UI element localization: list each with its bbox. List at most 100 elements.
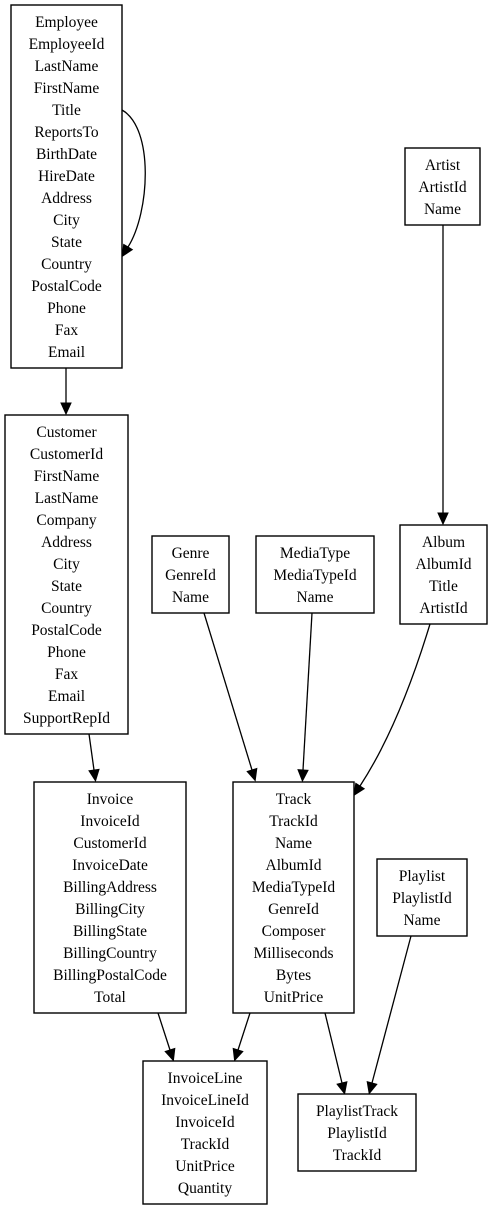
entity-box (404, 147, 481, 226)
entity-field: InvoiceDate (72, 857, 148, 874)
entity-field: HireDate (38, 168, 95, 185)
edge-track-to-invoiceline (232, 1012, 251, 1062)
entity-customer: CustomerCustomerIdFirstNameLastNameCompa… (4, 414, 129, 735)
edge-playlist-to-playlisttrack (366, 935, 412, 1095)
entity-field: Milliseconds (253, 945, 333, 962)
entity-field: FirstName (34, 468, 100, 485)
entity-box (297, 1093, 417, 1172)
entity-field: InvoiceId (175, 1114, 235, 1131)
entity-field: MediaTypeId (252, 879, 336, 896)
entity-box (33, 781, 187, 1014)
entity-box (232, 781, 355, 1014)
entity-field: Address (41, 534, 92, 551)
entity-field: Phone (47, 300, 86, 317)
entity-field: City (53, 212, 80, 229)
entity-field: Name (424, 201, 461, 218)
entity-field: EmployeeId (29, 36, 105, 53)
entity-title: InvoiceLine (168, 1070, 243, 1087)
entity-employee: EmployeeEmployeeIdLastNameFirstNameTitle… (10, 4, 123, 369)
entity-field: AlbumId (416, 556, 472, 573)
entity-field: Phone (47, 644, 86, 661)
entity-field: ArtistId (419, 600, 467, 617)
entity-title: Customer (36, 424, 97, 441)
edge-customer-to-invoice (88, 733, 100, 783)
entity-field: AlbumId (266, 857, 322, 874)
edge-line (237, 1012, 251, 1051)
entity-field: Fax (55, 322, 79, 339)
arrowhead (353, 782, 366, 797)
edge-invoice-to-invoiceline (157, 1012, 176, 1062)
entity-field: Fax (55, 666, 79, 683)
entity-title: Track (276, 791, 312, 808)
entity-field: Email (48, 688, 85, 705)
edge-track-to-playlisttrack (324, 1012, 348, 1095)
entity-field: MediaTypeId (273, 567, 357, 584)
entity-box (255, 535, 375, 614)
entity-field: InvoiceId (80, 813, 140, 830)
entity-field: PlaylistId (392, 890, 452, 907)
entity-field: Title (52, 102, 81, 119)
edge-employee-to-customer (60, 368, 72, 416)
arrowhead (88, 768, 100, 783)
edge-employee-to-employee (121, 109, 146, 258)
edge-line (157, 1012, 171, 1051)
entity-track: TrackTrackIdNameAlbumIdMediaTypeIdGenreI… (232, 781, 355, 1014)
entity-field: TrackId (181, 1136, 230, 1153)
entity-field: BillingCity (75, 901, 145, 918)
entity-field: BillingCountry (63, 945, 157, 962)
entity-field: UnitPrice (175, 1158, 235, 1175)
edge-line (371, 935, 412, 1084)
entity-field: ArtistId (418, 179, 466, 196)
entity-field: PlaylistId (327, 1125, 387, 1142)
entity-field: State (51, 578, 82, 595)
entity-field: GenreId (268, 901, 319, 918)
arrowhead (437, 512, 449, 526)
entity-field: UnitPrice (264, 989, 324, 1006)
edge-line (359, 623, 431, 787)
entity-box (4, 414, 129, 735)
entity-field: BillingAddress (63, 879, 157, 896)
entity-field: SupportRepId (23, 710, 110, 727)
entity-box (376, 858, 468, 937)
entity-field: Name (275, 835, 312, 852)
entity-title: Playlist (399, 868, 446, 885)
entity-invoiceline: InvoiceLineInvoiceLineIdInvoiceIdTrackId… (142, 1060, 268, 1205)
entity-field: Email (48, 344, 85, 361)
entity-field: State (51, 234, 82, 251)
entity-field: FirstName (34, 80, 100, 97)
edge-line (302, 612, 313, 771)
entity-field: Country (41, 256, 92, 273)
entity-field: CustomerId (30, 446, 103, 463)
edge-album-to-track (353, 623, 431, 797)
entity-field: Composer (262, 923, 327, 940)
entity-field: TrackId (269, 813, 318, 830)
entity-field: PostalCode (31, 278, 102, 295)
entity-field: BillingPostalCode (53, 967, 167, 984)
entity-field: ReportsTo (34, 124, 99, 141)
entity-field: GenreId (165, 567, 216, 584)
entity-field: Name (172, 589, 209, 606)
entity-title: Invoice (87, 791, 134, 808)
arrowhead (232, 1047, 244, 1062)
arrowhead (60, 402, 72, 416)
arrowhead (366, 1081, 378, 1095)
entity-box (399, 524, 488, 625)
entity-field: Title (429, 578, 458, 595)
entity-field: TrackId (333, 1147, 382, 1164)
arrowhead (164, 1047, 176, 1062)
entity-title: MediaType (280, 545, 350, 562)
entity-field: Total (94, 989, 126, 1006)
arrowhead (336, 1081, 348, 1095)
edge-genre-to-track (203, 612, 258, 782)
entity-title: Employee (35, 14, 98, 31)
entity-field: BillingState (73, 923, 147, 940)
entity-invoice: InvoiceInvoiceIdCustomerIdInvoiceDateBil… (33, 781, 187, 1014)
entity-field: Name (403, 912, 440, 929)
edge-line (203, 612, 253, 771)
entity-field: InvoiceLineId (161, 1092, 249, 1109)
